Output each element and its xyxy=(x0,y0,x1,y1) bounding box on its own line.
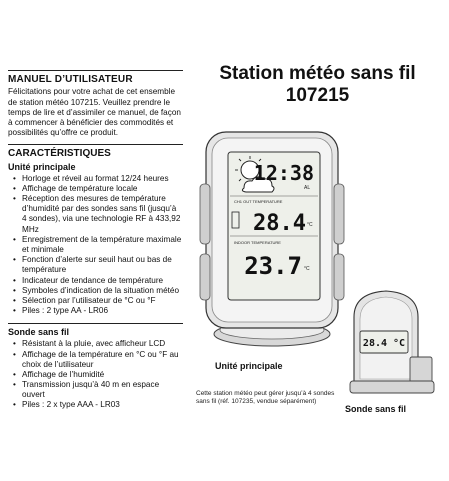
list-item: Affichage de l’humidité xyxy=(13,370,183,380)
list-item: Affichage de la température en °C ou °F … xyxy=(13,350,183,370)
sensor-compatibility-note: Cette station météo peut gérer jusqu’à 4… xyxy=(196,390,335,405)
sensor-temp-readout: 28.4 °C xyxy=(363,338,405,349)
clock-readout: 12:38 xyxy=(254,161,314,185)
indoor-temp-readout: 23.7 xyxy=(244,252,302,280)
outdoor-temp-unit: °C xyxy=(307,222,313,228)
main-unit-caption: Unité principale xyxy=(215,361,283,371)
sensor-feature-list: Résistant à la pluie, avec afficheur LCD… xyxy=(8,339,183,410)
title-model-number: 107215 xyxy=(285,85,350,106)
list-item: Piles : 2 type AA - LR06 xyxy=(13,306,183,316)
indoor-temp-label: INDOOR TEMPERATURE xyxy=(234,240,281,245)
divider xyxy=(8,144,183,146)
weather-sun-cloud-icon xyxy=(235,156,275,193)
divider xyxy=(8,70,183,71)
list-item: Affichage de température locale xyxy=(13,184,183,194)
list-item: Indicateur de tendance de température xyxy=(13,276,183,286)
sensor-heading: Sonde sans fil xyxy=(8,327,70,338)
list-item: Résistant à la pluie, avec afficheur LCD xyxy=(13,339,183,349)
list-item: Réception des mesures de température d’h… xyxy=(13,194,183,235)
divider xyxy=(8,323,183,325)
manual-heading: MANUEL D’UTILISATEUR xyxy=(8,74,133,85)
title-line-1: Station météo sans fil xyxy=(219,63,416,84)
features-heading: CARACTÉRISTIQUES xyxy=(8,148,111,160)
left-column: MANUEL D’UTILISATEUR Félicitations pour … xyxy=(8,70,183,418)
main-unit-feature-list: Horloge et réveil au format 12/24 heures… xyxy=(8,174,183,317)
humidity-icon xyxy=(231,211,240,229)
list-item: Piles : 2 x type AAA - LR03 xyxy=(13,400,183,410)
clock-suffix: AL xyxy=(304,185,310,191)
sensor-caption: Sonde sans fil xyxy=(345,404,407,414)
list-item: Fonction d’alerte sur seuil haut ou bas … xyxy=(13,255,183,275)
manual-intro: Félicitations pour votre achat de cet en… xyxy=(8,87,181,138)
main-unit-heading: Unité principale xyxy=(8,161,76,172)
indoor-temp-unit: °C xyxy=(304,266,310,272)
document-title: Station météo sans fil 107215 xyxy=(190,63,445,107)
list-item: Enregistrement de la température maximal… xyxy=(13,235,183,255)
list-item: Horloge et réveil au format 12/24 heures xyxy=(13,174,183,184)
list-item: Transmission jusqu’à 40 m en espace ouve… xyxy=(13,380,183,400)
main-unit-illustration: 12:38 AL CH1 OUT TEMPERATURE 28.4 °C IND… xyxy=(199,131,345,347)
list-item: Symboles d’indication de la situation mé… xyxy=(13,286,183,296)
outdoor-temp-label: CH1 OUT TEMPERATURE xyxy=(234,199,283,204)
outdoor-temp-readout: 28.4 xyxy=(253,211,306,236)
sensor-illustration: 28.4 °C xyxy=(349,290,435,394)
list-item: Sélection par l’utilisateur de °C ou °F xyxy=(13,296,183,306)
